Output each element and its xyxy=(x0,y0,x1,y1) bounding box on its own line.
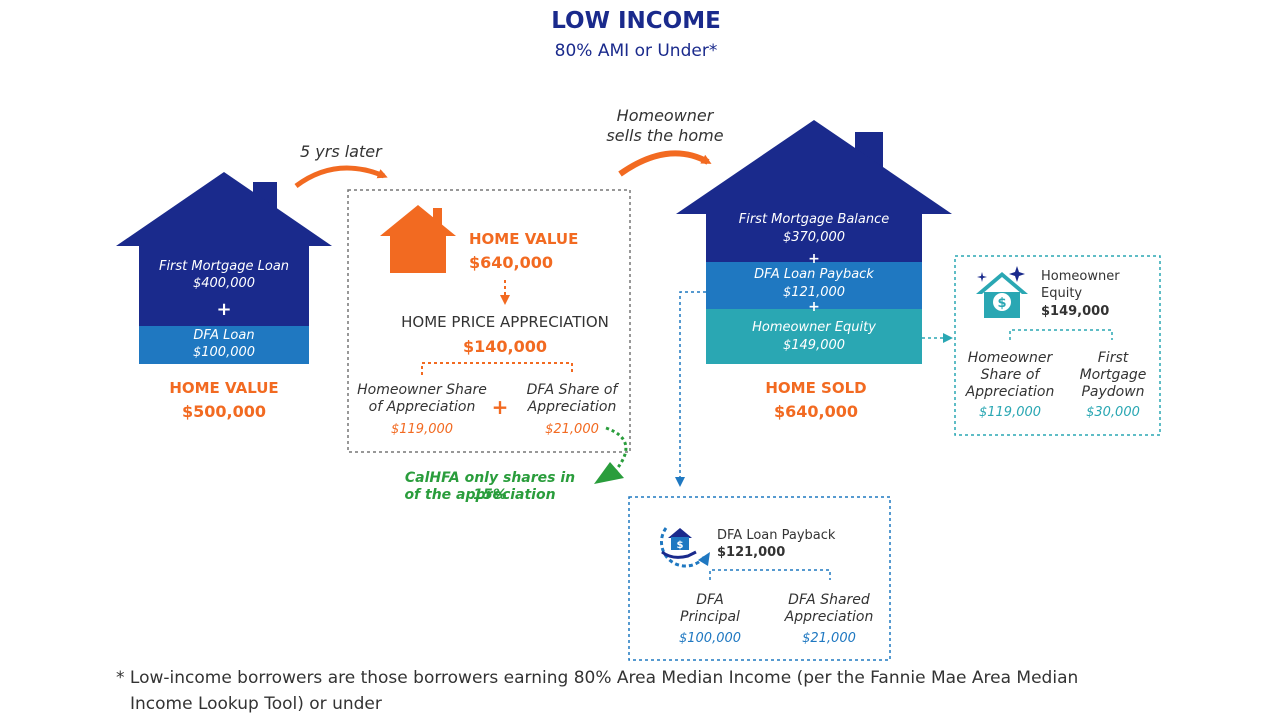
house1-dfa-label: DFA Loan xyxy=(193,328,255,343)
house3-equity-value: $149,000 xyxy=(782,338,846,353)
equity-left-label-2: Share of xyxy=(980,367,1040,383)
page-title: LOW INCOME xyxy=(551,8,721,34)
dfa-left-label-2: Principal xyxy=(680,609,740,625)
green-note-arrow xyxy=(605,426,628,471)
arrow-5yrs xyxy=(294,165,388,189)
dfa-left-label-1: DFA xyxy=(696,592,724,608)
house3-dfa-payback-value: $121,000 xyxy=(782,285,846,300)
equity-box xyxy=(954,255,1161,436)
appreciation-box xyxy=(347,189,631,453)
svg-text:$: $ xyxy=(677,540,684,551)
step2-home-value: $640,000 xyxy=(469,253,554,272)
arrow-label-sells-1: Homeowner xyxy=(616,106,714,125)
page-subtitle: 80% AMI or Under* xyxy=(554,41,718,61)
equity-left-value: $119,000 xyxy=(978,405,1042,420)
dfa-right-label-1: DFA Shared xyxy=(788,592,870,608)
dfa-left-value: $100,000 xyxy=(678,631,742,646)
house1-caption-title: HOME VALUE xyxy=(169,379,279,397)
step2-homeowner-share-label-2: of Appreciation xyxy=(368,399,476,415)
arrow-label-5yrs: 5 yrs later xyxy=(300,142,382,161)
equity-box-value: $149,000 xyxy=(1041,304,1110,319)
calhfa-note-line2: of the appreciation xyxy=(404,487,556,503)
house3-dfa-payback-label: DFA Loan Payback xyxy=(754,267,874,282)
house3-first-mortgage-value: $370,000 xyxy=(782,230,846,245)
house1-first-mortgage-value: $400,000 xyxy=(192,276,256,291)
house-1 xyxy=(116,172,332,364)
arrow-sells xyxy=(618,150,712,177)
step2-plus: + xyxy=(491,395,509,419)
equity-right-label-2: Mortgage xyxy=(1079,367,1147,383)
dfa-right-label-2: Appreciation xyxy=(784,609,874,625)
house3-caption-value: $640,000 xyxy=(773,402,858,421)
house3-first-mortgage-label: First Mortgage Balance xyxy=(738,212,890,227)
equity-right-label-1: First xyxy=(1097,350,1129,366)
house-dollar-icon: $ xyxy=(976,272,1028,318)
svg-text:$: $ xyxy=(997,296,1006,311)
step2-homeowner-share-label-1: Homeowner Share xyxy=(357,382,487,398)
equity-left-label-1: Homeowner xyxy=(967,350,1053,366)
house1-first-mortgage-label: First Mortgage Loan xyxy=(158,259,290,274)
equity-left-label-3: Appreciation xyxy=(965,384,1055,400)
sparkle-icon xyxy=(977,266,1025,282)
step2-dfa-share-label-2: Appreciation xyxy=(527,399,617,415)
equity-box-title-1: Homeowner xyxy=(1041,269,1120,284)
equity-right-value: $30,000 xyxy=(1086,405,1140,420)
house-icon xyxy=(380,205,456,273)
step2-dfa-share-label-1: DFA Share of xyxy=(526,382,618,398)
calhfa-note-line1: CalHFA only shares in 15% xyxy=(404,470,576,503)
house3-equity-label: Homeowner Equity xyxy=(752,320,876,335)
house1-dfa-value: $100,000 xyxy=(192,345,256,360)
step2-appreciation-label: HOME PRICE APPRECIATION xyxy=(401,313,609,331)
equity-right-label-3: Paydown xyxy=(1081,384,1145,400)
step2-appreciation-value: $140,000 xyxy=(462,337,547,356)
house3-caption-title: HOME SOLD xyxy=(765,379,867,397)
dfa-box xyxy=(628,496,891,661)
step2-homeowner-share-value: $119,000 xyxy=(390,422,454,437)
equity-box-title-2: Equity xyxy=(1041,286,1083,301)
house3-plus-2: + xyxy=(808,299,820,315)
footnote-line2: Income Lookup Tool) or under xyxy=(130,694,382,714)
house-3 xyxy=(676,120,952,364)
hand-house-dollar-icon: $ xyxy=(660,527,710,568)
arrow-label-sells-2: sells the home xyxy=(606,126,724,145)
step2-home-value-label: HOME VALUE xyxy=(469,230,579,248)
footnote-line1: * Low-income borrowers are those borrowe… xyxy=(116,668,1079,688)
house1-caption-value: $500,000 xyxy=(181,402,266,421)
dfa-box-title: DFA Loan Payback xyxy=(717,528,836,543)
house3-plus-1: + xyxy=(808,251,820,267)
step2-dfa-share-value: $21,000 xyxy=(545,422,599,437)
dfa-right-value: $21,000 xyxy=(802,631,856,646)
dfa-box-value: $121,000 xyxy=(717,545,786,560)
house1-plus: + xyxy=(216,299,232,320)
